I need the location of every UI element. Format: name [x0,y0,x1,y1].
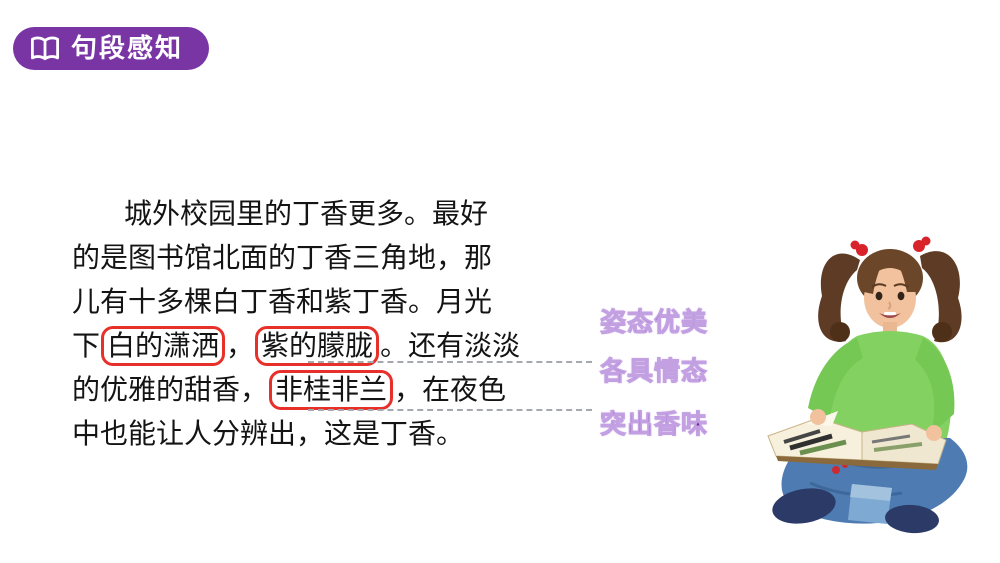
annotation-posture: 姿态优美 [599,307,709,338]
annotation-fragrance: 突出香味 [599,409,709,440]
passage-text: 的是图书馆北面的丁香三角地，那 [72,242,493,273]
passage-text: 。还有淡淡 [380,330,521,361]
passage-text: ，在夜色 [394,374,507,405]
passage-line-6: 中也能让人分辨出，这是丁香。 [72,412,532,456]
passage-text: 儿有十多棵白丁香和紫丁香。月光 [72,286,493,317]
section-badge: 句段感知 [13,27,210,70]
annotation-expression: 各具情态 [599,356,709,387]
circled-phrase-zi-de-menglong: 紫的朦胧 [255,325,380,366]
section-badge-label: 句段感知 [71,32,184,63]
passage-text: 中也能让人分辨出，这是丁香。 [72,418,465,449]
passage-line-2: 的是图书馆北面的丁香三角地，那 [72,236,532,280]
circled-phrase-feigui-feilan: 非桂非兰 [269,369,394,410]
passage-line-4: 下白的潇洒，紫的朦胧。还有淡淡 [72,324,532,368]
passage-text: 的优雅的甜香， [72,374,269,405]
passage-line-3: 儿有十多棵白丁香和紫丁香。月光 [72,280,532,324]
open-book-icon [29,35,61,63]
passage-text: ， [226,330,255,361]
passage-line-5: 的优雅的甜香，非桂非兰，在夜色 [72,368,532,412]
connector-dashed-line-1 [308,361,592,363]
passage-text: 城外校园里的丁香更多。最好 [124,198,489,229]
passage-text: 下 [72,330,101,361]
connector-dashed-line-2 [308,409,592,411]
circled-phrase-bai-de-xiaosa: 白的潇洒 [101,325,226,366]
passage-line-1: 城外校园里的丁香更多。最好 [72,192,532,236]
girl-reading-photo [760,220,1000,563]
reading-passage: 城外校园里的丁香更多。最好 的是图书馆北面的丁香三角地，那 儿有十多棵白丁香和紫… [72,192,532,456]
